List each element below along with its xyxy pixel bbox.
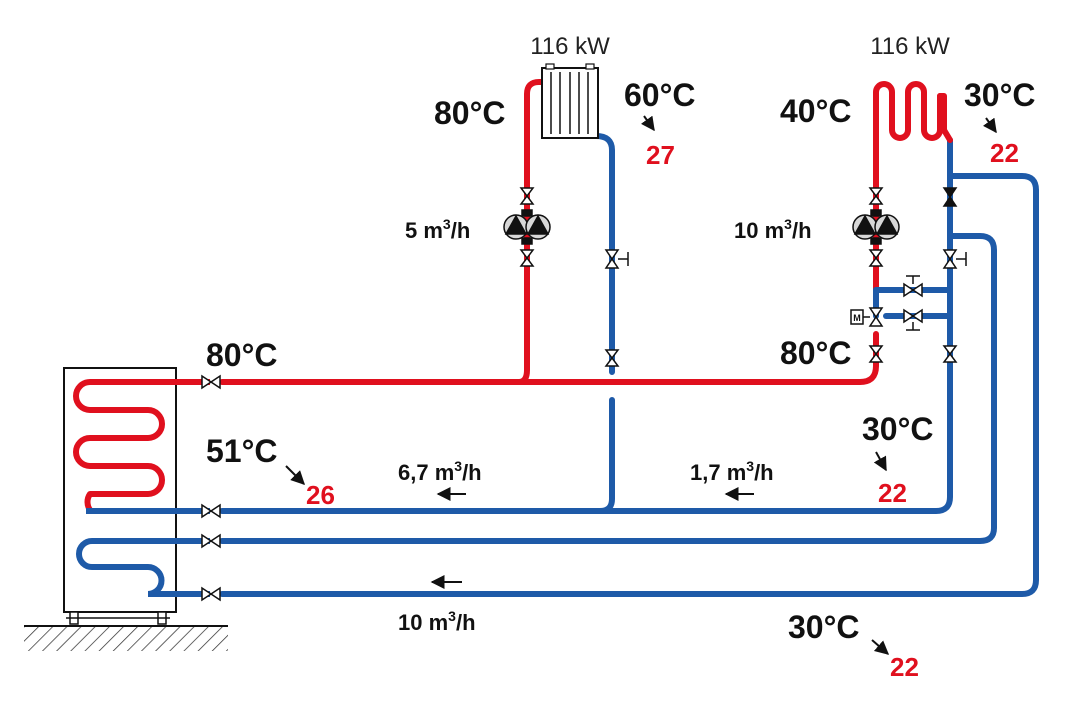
gate-valve-icon <box>519 249 535 267</box>
temp-return-top: 51°C <box>206 433 278 469</box>
gate-valve-icon <box>201 374 221 390</box>
motor-actuator: M <box>850 309 870 325</box>
check-valve-icon <box>942 187 958 207</box>
gate-valve-icon <box>868 345 884 363</box>
motor-label: M <box>853 313 861 323</box>
return-pipe-bottom <box>219 173 1039 597</box>
bypass-valve-icon <box>903 282 923 298</box>
code-return-bottom: 22 <box>890 652 919 682</box>
temp-radiator-in: 80°C <box>434 95 506 131</box>
bypass-valve-icon <box>903 308 923 324</box>
leader-arrow-icon <box>871 639 890 655</box>
temp-return-bottom: 30°C <box>788 609 860 645</box>
flow-return-top: 6,7 m3/h <box>398 458 482 485</box>
temp-radiator-out: 60°C <box>624 77 696 113</box>
flow-return-bottom: 10 m3/h <box>398 608 476 635</box>
balancing-valve-icon <box>604 249 620 269</box>
flow-bypass: 1,7 m3/h <box>690 458 774 485</box>
temp-supply: 80°C <box>206 337 278 373</box>
code-return-mid: 22 <box>878 478 907 508</box>
temp-coil-in: 40°C <box>780 93 852 129</box>
leader-arrow-icon <box>640 115 655 132</box>
mixing-valve-icon <box>868 307 884 327</box>
radiator-supply-pipe <box>516 79 545 385</box>
power-coil: 116 kW <box>870 33 950 60</box>
gate-valve-icon <box>868 249 884 267</box>
tank-upper-coil <box>73 379 210 512</box>
leader-arrow-icon <box>873 451 887 472</box>
flow-radiator: 5 m3/h <box>405 216 470 243</box>
labels: 116 kW 116 kW 80°C 60°C 27 5 m3/h 40°C 3… <box>206 33 1036 682</box>
gate-valve-icon <box>519 187 535 205</box>
code-return-top: 26 <box>306 480 335 510</box>
gate-valve-icon <box>201 503 221 519</box>
gate-valve-icon <box>868 187 884 205</box>
temp-mix-supply: 80°C <box>780 335 852 371</box>
leader-arrows <box>285 115 997 655</box>
valves <box>201 187 967 602</box>
power-radiator: 116 kW <box>530 33 610 60</box>
gate-valve-icon <box>604 349 620 367</box>
radiator-icon <box>541 63 599 139</box>
code-radiator: 27 <box>646 140 675 170</box>
pipes <box>219 79 1039 597</box>
radiator-return-drop <box>597 397 615 514</box>
tank-lower-coil <box>76 538 210 597</box>
storage-tank <box>24 367 228 651</box>
heating-coil-icon <box>873 81 943 141</box>
return-pipe-middle <box>219 233 997 544</box>
leader-arrow-icon <box>285 465 305 485</box>
twin-pump-icon <box>503 209 551 245</box>
temp-coil-out: 30°C <box>964 77 1036 113</box>
gate-valve-icon <box>201 586 221 602</box>
main-supply-pipe <box>219 331 879 385</box>
ground-hatch <box>24 627 228 651</box>
balancing-valve-icon <box>942 249 958 269</box>
return-pipe-top <box>219 137 953 514</box>
temp-return-mid: 30°C <box>862 411 934 447</box>
gate-valve-icon <box>201 533 221 549</box>
radiator-return-pipe <box>593 133 615 375</box>
twin-pump-icon <box>852 209 900 245</box>
flow-coil: 10 m3/h <box>734 216 812 243</box>
code-coil: 22 <box>990 138 1019 168</box>
leader-arrow-icon <box>982 117 997 134</box>
gate-valve-icon <box>942 345 958 363</box>
